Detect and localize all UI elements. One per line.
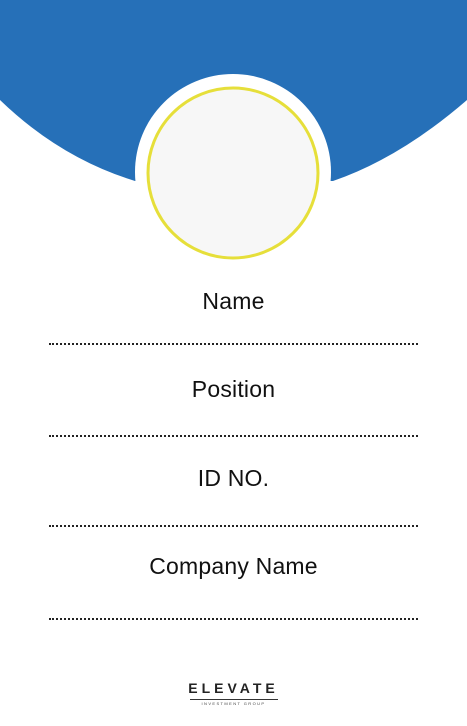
position-line [49,435,418,437]
id-number-line [49,525,418,527]
header-background [0,0,467,270]
elevate-logo: ELEVATE INVESTMENT GROUP [0,680,467,706]
photo-placeholder [146,86,320,260]
name-label: Name [202,288,265,314]
company-name-label: Company Name [149,553,318,579]
logo-subtitle: INVESTMENT GROUP [189,699,278,706]
logo-wordmark: ELEVATE [188,680,279,696]
position-label: Position [191,376,276,402]
name-line [49,343,418,345]
id-number-label: ID NO. [197,465,270,491]
company-name-line [49,618,418,620]
